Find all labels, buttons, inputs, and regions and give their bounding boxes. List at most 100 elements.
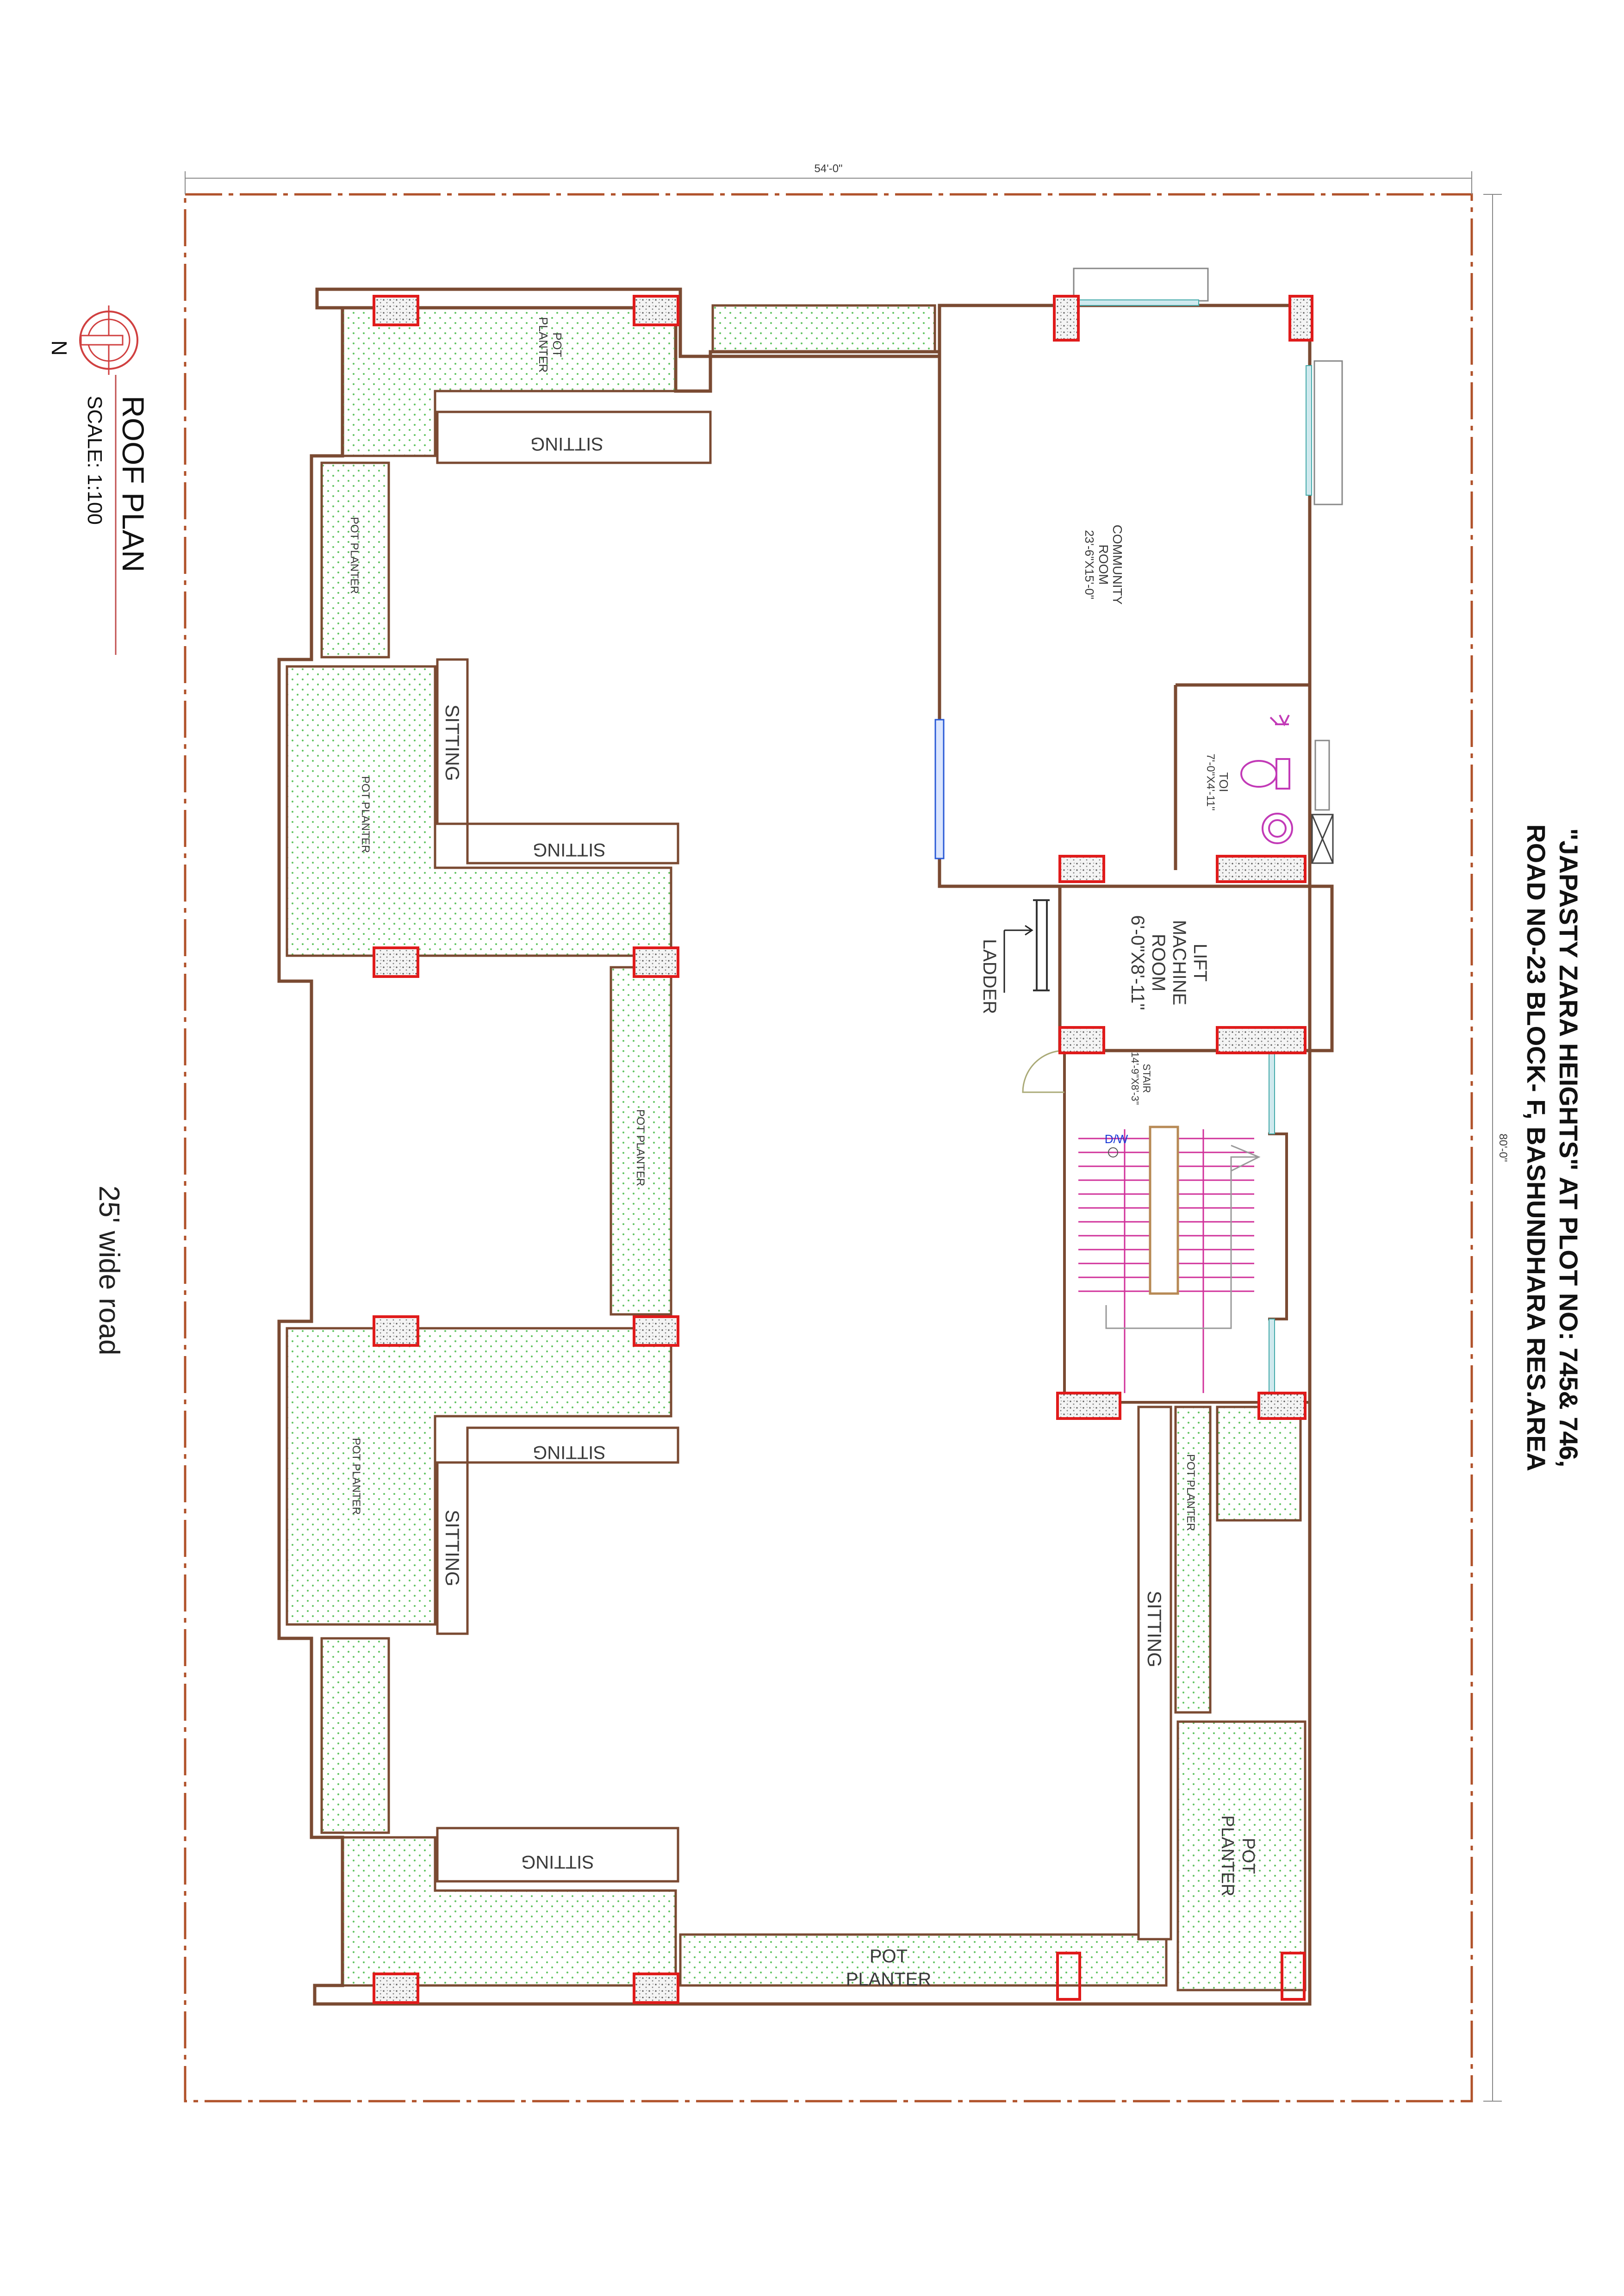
planter-label-bottom-planter: PLANTER [846,1969,932,1990]
sitting-label-bottom: SITTING [521,1852,594,1872]
sitting-left-lower-h [466,1426,679,1464]
wc-tank-icon [1276,758,1290,790]
sitting-left-upper-v [436,658,469,825]
sitting-right [1137,1406,1172,1941]
ladder-label: LADDER [979,939,1000,1014]
road-label: 25' wide road [93,1186,125,1356]
sitting-label-right: SITTING [1144,1591,1165,1668]
lift-label-2: MACHINE [1169,920,1189,1005]
column [633,1315,679,1347]
column [373,1315,419,1347]
plot-boundary [184,193,1473,2103]
planter-label-left-mid: POT PLANTER [359,776,372,853]
width-dimension-text: 54'-0" [814,162,842,175]
right-window [1313,360,1343,505]
column [1058,855,1105,883]
north-arrow: N [47,305,138,375]
stair-dw-marker [1108,1147,1118,1157]
stair-window-lower [1269,1319,1275,1398]
sitting-benches [436,411,1172,1941]
sitting-bottom [436,1827,679,1883]
stair-door-swing [1022,1050,1065,1093]
plan-scale: SCALE: 1:100 [83,396,106,525]
top-window [1073,268,1209,302]
planter-label-planter: PLANTER [536,317,550,373]
right-window-glass [1306,365,1312,496]
sitting-label-left-lower-v: SITTING [442,1510,463,1587]
wc-icon [1240,760,1277,788]
community-room-size: 23'-6"X15'-0" [1083,530,1096,599]
dimension-width: 54'-0" [185,162,1472,194]
room-labels: POT PLANTER SITTING POT PLANTER SITTING … [348,317,1258,1990]
planter-label-center: POT PLANTER [634,1109,647,1186]
planter-bottom-strip [679,1933,1168,1987]
column [1058,1026,1105,1054]
toilet-fixtures [1240,715,1293,844]
planter-label-right-bottom-planter: PLANTER [1218,1815,1237,1896]
column [1257,1392,1307,1420]
title-line-1: "JAPASTY ZARA HEIGHTS" AT PLOT NO: 745& … [1554,828,1583,1468]
planter-left-mid [286,665,672,957]
column [633,1972,679,2004]
planter-right-bottom [1176,1720,1307,1991]
column [1056,1392,1121,1420]
column [1056,1952,1081,2001]
community-room-room: ROOM [1096,544,1111,585]
planter-left-upper [320,461,390,659]
lift-label-1: LIFT [1190,944,1210,982]
sitting-label-left-lower-h: SITTING [533,1442,606,1462]
column [1216,855,1307,883]
toilet-fan [1311,814,1334,864]
column [633,946,679,978]
stair-size: 14'-9"X8'-3" [1129,1052,1141,1105]
sitting-label-left-upper-h: SITTING [533,840,606,860]
stair-dw-label: D/W [1105,1132,1128,1146]
north-label: N [47,340,71,355]
basin-icon [1262,813,1293,844]
plan-name: ROOF PLAN [116,396,150,572]
sitting-label-top: SITTING [530,434,604,454]
planter-label-bottom-pot: POT [870,1946,908,1966]
toilet-window [1314,740,1330,811]
lift-label-3: ROOM [1148,934,1169,991]
columns [373,295,1313,2004]
ladder-icon [1033,899,1050,991]
ladder-arrow [1003,925,1033,993]
planter-center-strip [610,966,672,1316]
planter-right-upper [1216,1406,1302,1522]
column [1216,1026,1307,1054]
planters [286,304,1307,1991]
planter-bottom-left [341,1836,677,1987]
planter-left-lower-strip [320,1637,390,1834]
title-line-2: ROAD NO-23 BLOCK- F, BASHUNDHARA RES.ARE… [1522,824,1551,1471]
planter-label-right-strip: POT PLANTER [1184,1454,1197,1531]
planter-left-lower [286,1327,672,1626]
planter-label-left-lower: POT PLANTER [350,1438,362,1515]
shower-icon [1269,715,1290,727]
column [1053,295,1080,342]
sitting-left-lower-v [436,1461,469,1635]
sitting-label-left-upper-v: SITTING [442,704,463,781]
lift-size: 6'-0"X8'-11" [1127,915,1148,1010]
stair-lines [1105,1145,1261,1329]
dimension-length: 80'-0" [1483,194,1509,2102]
lift-machine-room [1058,884,1312,1052]
column [373,1972,419,2004]
toilet-name: TOI [1217,772,1231,792]
column [633,295,679,326]
planter-label-pot: POT [550,332,564,357]
column [373,946,419,978]
column [373,295,419,326]
length-dimension-text: 80'-0" [1497,1133,1509,1162]
planter-top-strip [711,304,936,353]
column [1288,295,1313,342]
toilet-size: 7'-0"X4'-11" [1204,753,1217,810]
planter-label-right-bottom-pot: POT [1238,1838,1258,1874]
stair-window [1269,1050,1275,1134]
sitting-top [436,411,712,464]
sitting-left-upper-h [466,822,679,865]
column [1281,1952,1306,2001]
top-window-glass [1078,299,1199,306]
community-room-name: COMMUNITY [1110,525,1125,605]
planter-label-left-upper: POT PLANTER [348,517,361,594]
